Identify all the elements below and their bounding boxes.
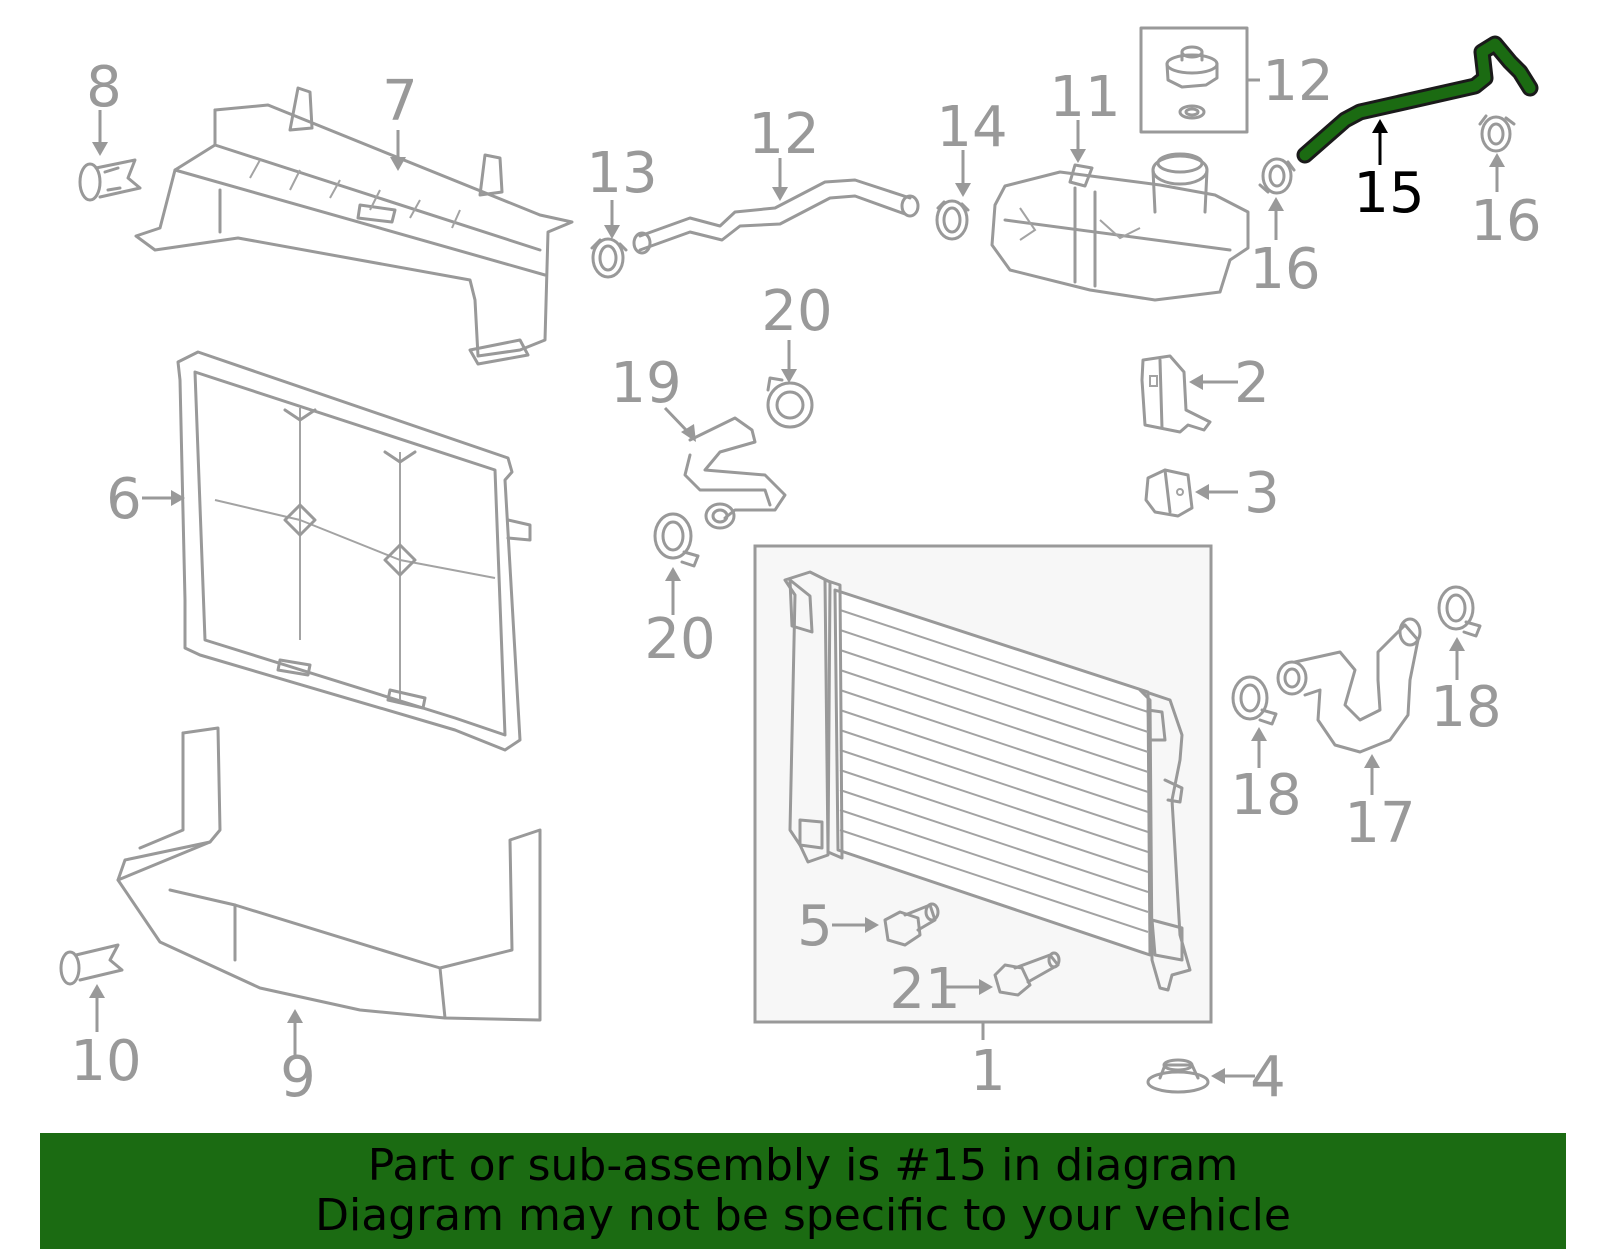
callout-19: 19	[610, 351, 681, 416]
callout-13: 12	[748, 102, 819, 167]
callout-20-lower: 20	[644, 607, 715, 672]
callout-20-upper: 20	[761, 279, 832, 344]
callout-15-active: 15	[1353, 161, 1424, 226]
part-3-insulator[interactable]	[1144, 468, 1194, 518]
part-16-clamp-left[interactable]	[1258, 157, 1296, 195]
part-20-clamp-upper[interactable]	[766, 376, 814, 429]
part-7-air-baffle[interactable]	[134, 86, 574, 366]
callout-14-right: 14	[936, 95, 1007, 160]
part-14-clamp-left[interactable]	[590, 237, 628, 279]
callout-18-left: 18	[1230, 763, 1301, 828]
callout-3: 3	[1244, 461, 1280, 526]
part-19-hose[interactable]	[683, 416, 787, 530]
callout-12: 12	[1262, 49, 1333, 114]
part-5-drain-plug[interactable]	[883, 902, 940, 947]
part-13-upper-hose[interactable]	[632, 178, 920, 255]
callout-14-left: 13	[586, 141, 657, 206]
callout-6: 6	[106, 467, 142, 532]
part-11-reservoir[interactable]	[990, 152, 1250, 302]
callout-7: 7	[382, 69, 418, 134]
part-17-hose[interactable]	[1276, 617, 1422, 754]
part-2-bracket[interactable]	[1140, 354, 1212, 434]
callout-labels: 8 7 13 12 14 11 12 15 16 16 20 19 20 6 2…	[70, 49, 1541, 1110]
part-12-cap[interactable]	[1139, 26, 1249, 134]
callout-9: 9	[280, 1045, 316, 1110]
callout-17: 17	[1344, 791, 1415, 856]
part-8-push-pin[interactable]	[78, 158, 142, 202]
banner-line-1: Part or sub-assembly is #15 in diagram	[367, 1140, 1239, 1191]
part-1-radiator[interactable]	[753, 544, 1213, 1024]
banner-line-2: Diagram may not be specific to your vehi…	[315, 1190, 1291, 1241]
callout-11: 11	[1049, 65, 1120, 130]
callout-16-right: 16	[1470, 189, 1541, 254]
info-banner: Part or sub-assembly is #15 in diagram D…	[40, 1133, 1566, 1249]
part-9-lower-deflector[interactable]	[116, 726, 542, 1022]
part-14-clamp-right[interactable]	[935, 199, 970, 241]
callout-21: 21	[889, 957, 960, 1022]
callout-18-right: 18	[1430, 675, 1501, 740]
part-18-clamp-right[interactable]	[1437, 585, 1482, 638]
callout-2: 2	[1234, 351, 1270, 416]
part-4-cap[interactable]	[1146, 1058, 1210, 1094]
part-21-sensor[interactable]	[993, 951, 1061, 997]
callout-8: 8	[86, 55, 122, 120]
callout-1: 1	[970, 1039, 1006, 1104]
callout-5: 5	[797, 894, 833, 959]
callout-10: 10	[70, 1029, 141, 1094]
parts-diagram: 8 7 13 12 14 11 12 15 16 16 20 19 20 6 2…	[59, 26, 1542, 1110]
part-6-frame[interactable]	[176, 350, 532, 752]
part-20-clamp-lower[interactable]	[653, 512, 700, 568]
part-15-hose-highlighted[interactable]	[1296, 35, 1539, 164]
callout-4: 4	[1250, 1045, 1286, 1110]
part-10-push-pin[interactable]	[59, 943, 124, 986]
callout-16-left: 16	[1249, 237, 1320, 302]
part-16-clamp-right[interactable]	[1478, 114, 1516, 153]
leader-lines	[89, 78, 1505, 1084]
part-18-clamp-left[interactable]	[1231, 675, 1278, 726]
